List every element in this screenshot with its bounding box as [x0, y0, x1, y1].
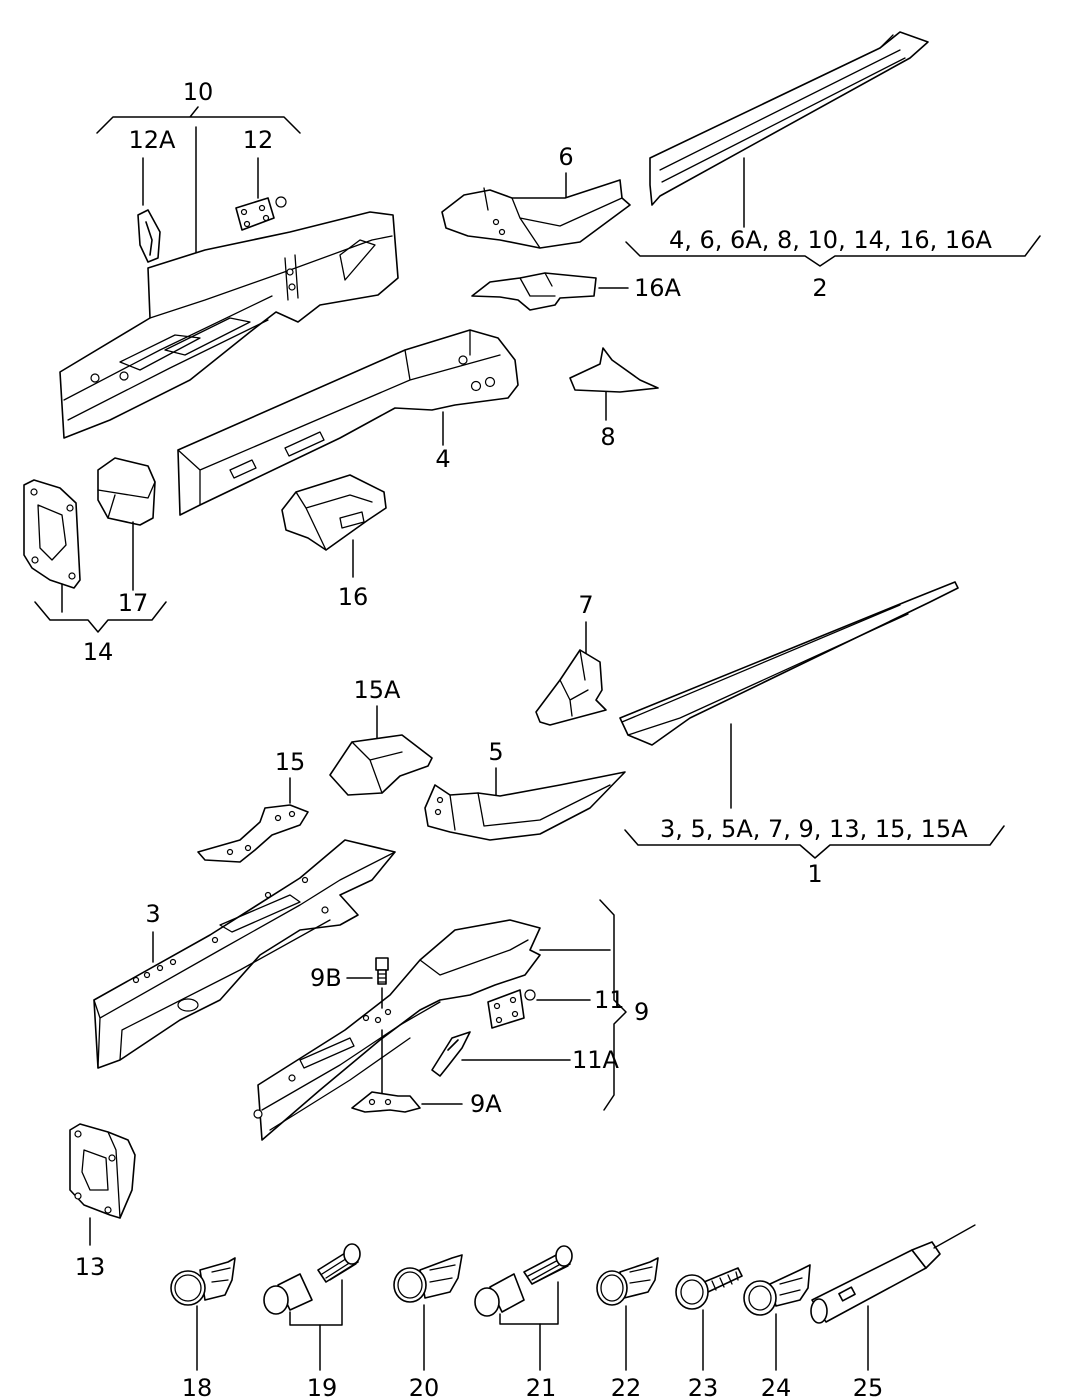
- label-14: 14: [83, 638, 114, 666]
- part-15-bracket: [197, 804, 309, 863]
- label-16a: 16A: [634, 274, 682, 302]
- label-15a: 15A: [354, 676, 402, 704]
- label-17: 17: [118, 589, 149, 617]
- brace-10: [96, 106, 301, 134]
- label-2: 2: [812, 274, 827, 302]
- label-24: 24: [761, 1374, 792, 1400]
- label-10: 10: [183, 78, 214, 106]
- label-7: 7: [578, 591, 593, 619]
- label-12a: 12A: [129, 126, 177, 154]
- label-25: 25: [853, 1374, 884, 1400]
- part-10-longitudinal-member: [59, 211, 399, 439]
- part-12-bracket: [235, 196, 287, 231]
- label-9: 9: [634, 998, 649, 1026]
- label-9b: 9B: [310, 964, 342, 992]
- part-1-sill-assembly: [619, 581, 959, 746]
- part-11a-bracket: [431, 1031, 471, 1077]
- part-24-clip: [743, 1264, 811, 1316]
- brace-14: [34, 601, 167, 633]
- part-11-bracket: [487, 989, 536, 1029]
- part-20-clip: [393, 1254, 463, 1303]
- part-16a-bracket: [471, 272, 597, 311]
- part-9-longitudinal-member: [253, 919, 541, 1141]
- part-9a-bracket: [351, 1091, 421, 1113]
- label-16: 16: [338, 583, 369, 611]
- part-7-reinforcement: [535, 649, 607, 726]
- label-20: 20: [409, 1374, 440, 1400]
- part-4-longitudinal-member: [177, 329, 519, 516]
- part-9b-bolt: [375, 957, 389, 985]
- bracket-21: [499, 1281, 559, 1325]
- brace-2: [625, 235, 1041, 267]
- part-16-bracket: [281, 474, 387, 551]
- part-3-longitudinal-member: [93, 839, 396, 1069]
- label-11a: 11A: [572, 1046, 620, 1074]
- part-25-sealant-tube: [810, 1224, 976, 1324]
- label-group-1-list: 3, 5, 5A, 7, 9, 13, 15, 15A: [660, 815, 968, 843]
- label-5: 5: [488, 738, 503, 766]
- label-9a: 9A: [470, 1090, 502, 1118]
- part-17-spacer: [97, 457, 156, 526]
- part-14-mount-plate: [23, 479, 81, 589]
- label-13: 13: [75, 1253, 106, 1281]
- brace-1: [624, 825, 1005, 859]
- label-22: 22: [611, 1374, 642, 1400]
- brace-9: [599, 899, 627, 1111]
- part-22-clip: [596, 1257, 659, 1306]
- part-8-panel: [569, 347, 659, 393]
- label-23: 23: [688, 1374, 719, 1400]
- part-15a-bracket: [329, 734, 433, 796]
- label-11: 11: [594, 986, 625, 1014]
- part-21-screw: [474, 1245, 573, 1317]
- part-12a-bracket: [137, 209, 161, 263]
- part-6-panel: [441, 179, 631, 249]
- label-12: 12: [243, 126, 274, 154]
- label-group-2-list: 4, 6, 6A, 8, 10, 14, 16, 16A: [669, 226, 992, 254]
- bracket-19: [289, 1279, 343, 1326]
- label-1: 1: [807, 860, 822, 888]
- part-18-clip: [170, 1257, 236, 1306]
- part-23-screw: [675, 1267, 743, 1310]
- label-6: 6: [558, 143, 573, 171]
- part-5-panel: [424, 771, 626, 841]
- label-8: 8: [600, 423, 615, 451]
- label-21: 21: [526, 1374, 557, 1400]
- label-3: 3: [145, 900, 160, 928]
- label-19: 19: [307, 1374, 338, 1400]
- label-18: 18: [182, 1374, 213, 1400]
- label-4: 4: [435, 445, 450, 473]
- part-2-sill-assembly: [649, 31, 929, 206]
- part-13-mount: [69, 1123, 136, 1219]
- label-15: 15: [275, 748, 306, 776]
- part-19-screw: [263, 1243, 361, 1315]
